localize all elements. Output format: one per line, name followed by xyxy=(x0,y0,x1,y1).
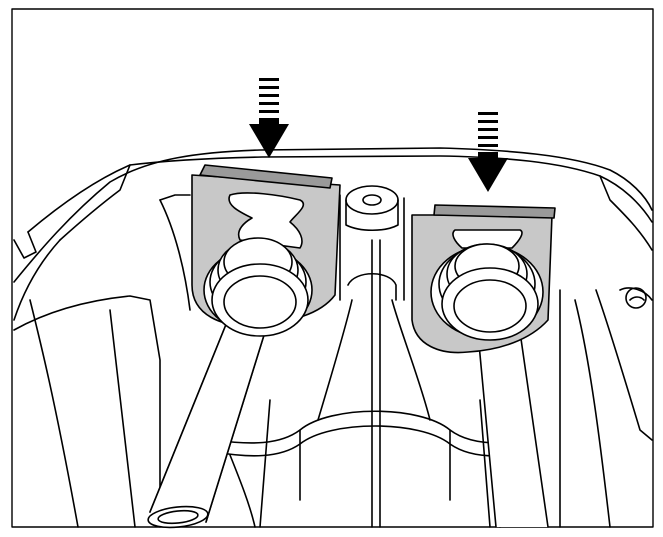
housing-rim xyxy=(13,147,653,321)
housing-inner-walls xyxy=(13,194,653,528)
center-boss xyxy=(317,185,431,528)
left-bushing xyxy=(203,237,313,337)
right-bushing xyxy=(430,243,544,341)
left-rod xyxy=(147,289,279,529)
arrow-down-icon xyxy=(249,78,289,158)
arrow-down-icon xyxy=(468,112,508,192)
